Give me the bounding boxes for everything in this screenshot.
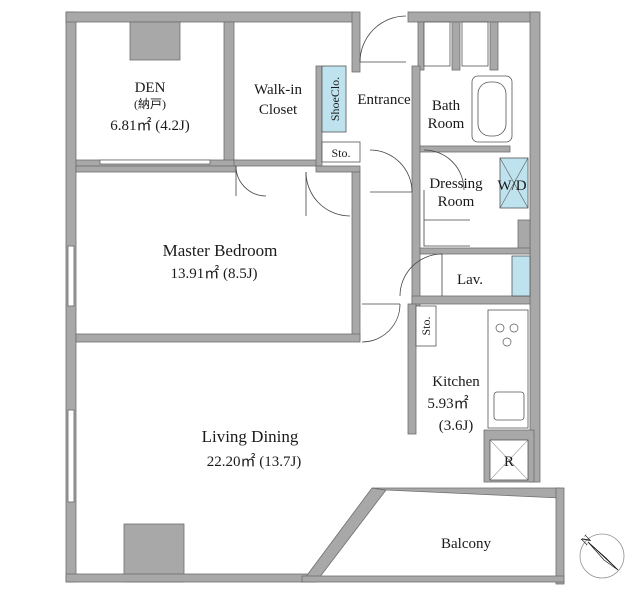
living-dining-name: Living Dining	[202, 427, 299, 446]
walkin-closet-line2: Closet	[259, 102, 298, 118]
washer-dryer-label: W/D	[497, 178, 526, 194]
windows	[67, 159, 211, 503]
kitchen-area: 5.93㎡	[427, 395, 468, 412]
fixtures	[321, 21, 531, 481]
den-name: DEN	[135, 80, 166, 96]
room-labels: DEN (納戸) 6.81㎡ (4.2J) Walk-in Closet Sho…	[110, 77, 527, 552]
fridge-label: R	[504, 454, 514, 470]
storage-kitchen-label: Sto.	[419, 316, 433, 335]
dressing-room-line1: Dressing	[429, 176, 483, 192]
storage-top-label: Sto.	[331, 146, 350, 160]
living-dining-area: 22.20㎡ (13.7J)	[207, 453, 302, 470]
den-subtitle: (納戸)	[134, 97, 166, 111]
balcony-label: Balcony	[441, 536, 491, 552]
compass-circle	[579, 533, 625, 579]
shoe-closet-label: ShoeClo.	[328, 77, 342, 121]
master-bedroom-area: 13.91㎡ (8.5J)	[170, 265, 257, 282]
dressing-room-line2: Room	[438, 194, 475, 210]
bath-room-line2: Room	[428, 116, 465, 132]
kitchen-name: Kitchen	[432, 374, 480, 390]
bath-room-line1: Bath	[432, 98, 461, 114]
master-bedroom-name: Master Bedroom	[163, 241, 278, 260]
den-area: 6.81㎡ (4.2J)	[110, 117, 190, 134]
entrance-label: Entrance	[357, 92, 411, 108]
walkin-closet-line1: Walk-in	[254, 82, 302, 98]
lavatory-label: Lav.	[457, 272, 483, 288]
kitchen-jo: (3.6J)	[439, 418, 474, 434]
doors	[235, 15, 470, 343]
compass: N	[578, 532, 625, 579]
